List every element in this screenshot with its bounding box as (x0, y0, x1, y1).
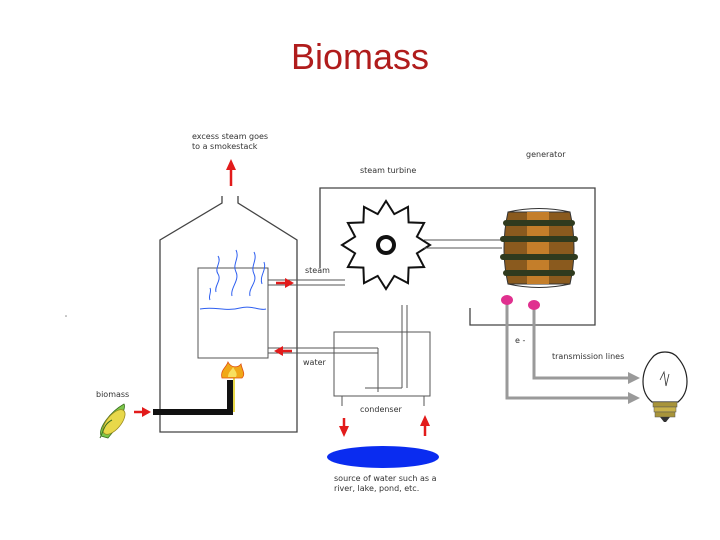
water-source-pool (327, 446, 439, 468)
light-bulb-icon (642, 351, 688, 422)
biomass-feed-arrow (134, 407, 151, 417)
excess-steam-label-line1: excess steam goes (192, 132, 269, 141)
steam-turbine-label: steam turbine (360, 166, 417, 175)
water-return-pipe (268, 347, 379, 392)
generator-terminal-right (528, 300, 540, 310)
electron-label: e - (515, 336, 526, 345)
turbine-gear-icon (340, 199, 432, 291)
condenser-inflow-arrow (420, 415, 430, 436)
turbine-exhaust-pipe (365, 305, 408, 389)
steam-label: steam (305, 266, 330, 275)
steam-pipe (268, 279, 345, 286)
steam-wisps (208, 249, 266, 301)
smokestack-arrow (226, 159, 236, 186)
stray-dot (65, 315, 67, 317)
turbine-housing (319, 187, 596, 326)
boiler-water-line (199, 306, 267, 310)
page-title: Biomass (290, 36, 430, 77)
generator-label: generator (526, 150, 566, 159)
water-label: water (303, 358, 326, 367)
steam-arrow (276, 278, 294, 288)
condenser-label: condenser (360, 405, 402, 414)
generator-terminal-left (501, 295, 513, 305)
fuel-feed-pipe (153, 376, 235, 415)
corn-icon (99, 403, 126, 439)
water-source-label-line1: source of water such as a (334, 474, 437, 483)
turbine-shaft (424, 239, 502, 249)
generator-barrel-icon (500, 208, 578, 288)
furnace-outline (159, 196, 298, 433)
transmission-lines-label: transmission lines (552, 352, 625, 361)
water-arrow (274, 346, 292, 356)
water-source-label-line2: river, lake, pond, etc. (334, 484, 420, 493)
biomass-label: biomass (96, 390, 130, 399)
flame-icon (221, 360, 245, 379)
boiler-tank (197, 267, 269, 359)
condenser (333, 331, 431, 406)
condenser-outflow-arrow (339, 418, 349, 437)
transmission-arrowheads (628, 372, 640, 404)
transmission-lines (505, 300, 630, 400)
excess-steam-label-line2: to a smokestack (192, 142, 258, 151)
